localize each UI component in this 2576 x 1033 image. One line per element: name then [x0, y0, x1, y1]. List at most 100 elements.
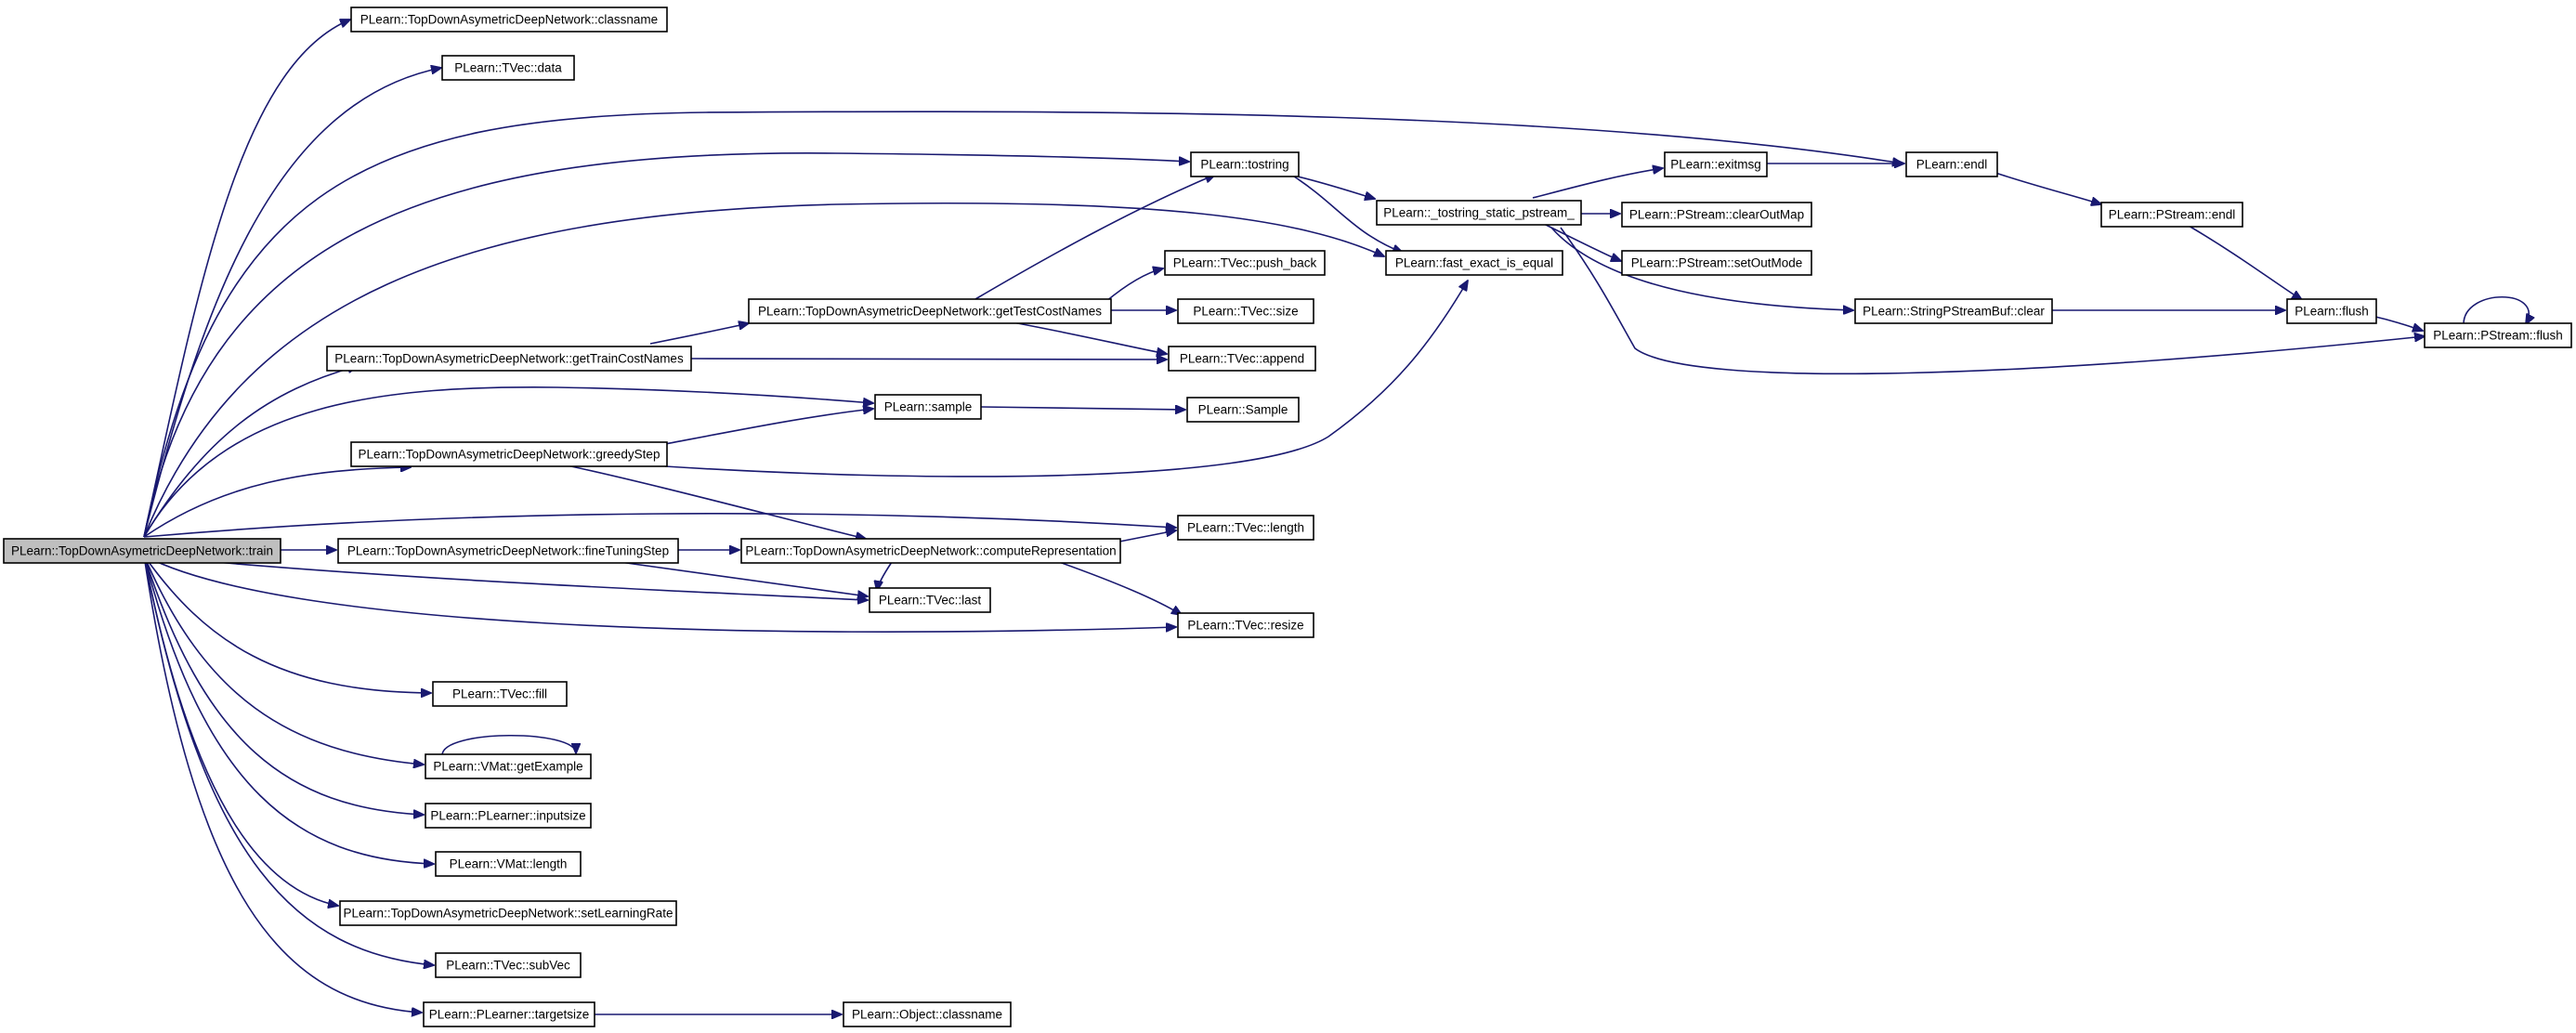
svg-text:PLearn::TVec::append: PLearn::TVec::append [1180, 352, 1304, 366]
edge-pstream-endl-flush [2188, 225, 2302, 300]
node-gettestcost[interactable]: PLearn::TopDownAsymetricDeepNetwork::get… [748, 298, 1112, 324]
node-tvec-append[interactable]: PLearn::TVec::append [1168, 346, 1316, 372]
node-fast-exact[interactable]: PLearn::fast_exact_is_equal [1385, 250, 1563, 276]
edge-static-sbuf-clear [1550, 227, 1853, 310]
edge-gettestcost-append [1012, 321, 1167, 354]
node-tostring-static[interactable]: PLearn::_tostring_static_pstream_ [1376, 200, 1582, 226]
svg-text:PLearn::TVec::last: PLearn::TVec::last [879, 594, 982, 608]
edge-static-pstream-flush [1560, 227, 2425, 375]
edge-gettraincost-append [689, 359, 1167, 360]
node-clearoutmap[interactable]: PLearn::PStream::clearOutMap [1621, 202, 1812, 228]
node-computerep[interactable]: PLearn::TopDownAsymetricDeepNetwork::com… [740, 538, 1121, 564]
svg-text:PLearn::TopDownAsymetricDeepNe: PLearn::TopDownAsymetricDeepNetwork::fin… [347, 544, 669, 558]
node-sbuf-clear[interactable]: PLearn::StringPStreamBuf::clear [1854, 298, 2053, 324]
node-setoutmode[interactable]: PLearn::PStream::setOutMode [1621, 250, 1812, 276]
node-vmat-length[interactable]: PLearn::VMat::length [435, 851, 582, 877]
svg-text:PLearn::PLearner::inputsize: PLearn::PLearner::inputsize [430, 809, 585, 823]
node-gettraincost[interactable]: PLearn::TopDownAsymetricDeepNetwork::get… [326, 346, 692, 372]
edge-getexample-self [441, 734, 576, 756]
svg-text:PLearn::StringPStreamBuf::clea: PLearn::StringPStreamBuf::clear [1863, 305, 2045, 319]
edge-train-tvec-fill [143, 555, 431, 693]
node-flush[interactable]: PLearn::flush [2286, 298, 2377, 324]
node-pstream-endl[interactable]: PLearn::PStream::endl [2100, 202, 2243, 228]
edge-greedystep-computerep [566, 464, 866, 539]
edge-gettestcost-tostring [974, 175, 1215, 300]
node-tvec-resize[interactable]: PLearn::TVec::resize [1177, 612, 1314, 638]
svg-text:PLearn::TVec::length: PLearn::TVec::length [1187, 521, 1304, 535]
edge-train-inputsize [143, 555, 424, 815]
edge-train-gettraincost [143, 366, 358, 538]
svg-text:PLearn::TVec::data: PLearn::TVec::data [454, 61, 562, 75]
svg-text:PLearn::fast_exact_is_equal: PLearn::fast_exact_is_equal [1395, 256, 1553, 270]
edge-gettraincost-gettestcost-main [649, 323, 749, 345]
node-subvec[interactable]: PLearn::TVec::subVec [435, 952, 582, 978]
svg-text:PLearn::TopDownAsymetricDeepNe: PLearn::TopDownAsymetricDeepNetwork::tra… [11, 544, 273, 558]
svg-text:PLearn::TopDownAsymetricDeepNe: PLearn::TopDownAsymetricDeepNetwork::gre… [359, 448, 660, 462]
node-endl[interactable]: PLearn::endl [1905, 151, 1998, 177]
edge-finetuning-tvec-last [612, 560, 868, 596]
svg-text:PLearn::TopDownAsymetricDeepNe: PLearn::TopDownAsymetricDeepNetwork::get… [758, 305, 1102, 319]
edge-computerep-tvec-last [877, 561, 893, 591]
edge-sample-Sample [980, 407, 1185, 410]
edge-train-endl [143, 111, 1903, 538]
node-tvec-length[interactable]: PLearn::TVec::length [1177, 515, 1314, 541]
svg-text:PLearn::PStream::clearOutMap: PLearn::PStream::clearOutMap [1629, 208, 1804, 222]
svg-text:PLearn::PStream::setOutMode: PLearn::PStream::setOutMode [1631, 256, 1803, 270]
nodes: PLearn::TopDownAsymetricDeepNetwork::tra… [3, 7, 2572, 1027]
svg-text:PLearn::TopDownAsymetricDeepNe: PLearn::TopDownAsymetricDeepNetwork::com… [745, 544, 1116, 558]
node-tvec-fill[interactable]: PLearn::TVec::fill [432, 681, 568, 707]
node-tvec-size[interactable]: PLearn::TVec::size [1177, 298, 1314, 324]
node-tvec-last[interactable]: PLearn::TVec::last [869, 587, 991, 613]
edge-train-subvec [143, 555, 434, 965]
svg-text:PLearn::TVec::resize: PLearn::TVec::resize [1187, 619, 1303, 633]
edge-pstream-flush-self [2463, 295, 2529, 324]
edge-train-classname [143, 20, 350, 538]
node-finetuning[interactable]: PLearn::TopDownAsymetricDeepNetwork::fin… [337, 538, 679, 564]
node-pstream-flush[interactable]: PLearn::PStream::flush [2424, 322, 2572, 348]
edge-static-exitmsg [1532, 168, 1663, 199]
node-inputsize[interactable]: PLearn::PLearner::inputsize [425, 803, 592, 829]
edge-gettestcost-push-back [1105, 268, 1163, 303]
node-exitmsg[interactable]: PLearn::exitmsg [1664, 151, 1768, 177]
edge-computerep-tvec-length [1118, 530, 1176, 543]
edge-flush-pstream-flush [2371, 315, 2423, 331]
edge-train-sample [143, 386, 873, 538]
node-tostring[interactable]: PLearn::tostring [1190, 151, 1300, 177]
node-tvec-data[interactable]: PLearn::TVec::data [441, 55, 575, 81]
svg-text:PLearn::exitmsg: PLearn::exitmsg [1670, 158, 1761, 172]
svg-text:PLearn::TopDownAsymetricDeepNe: PLearn::TopDownAsymetricDeepNetwork::cla… [360, 13, 658, 27]
svg-text:PLearn::Object::classname: PLearn::Object::classname [852, 1008, 1002, 1022]
edge-tostring-static [1297, 176, 1375, 199]
svg-text:PLearn::tostring: PLearn::tostring [1200, 158, 1288, 172]
edge-train-tvec-length [143, 513, 1176, 538]
svg-text:PLearn::VMat::length: PLearn::VMat::length [450, 857, 568, 871]
edge-train-greedystep [143, 467, 411, 538]
edge-train-tvec-data [143, 68, 441, 538]
svg-text:PLearn::Sample: PLearn::Sample [1198, 403, 1288, 417]
svg-text:PLearn::endl: PLearn::endl [1916, 158, 1988, 172]
node-train[interactable]: PLearn::TopDownAsymetricDeepNetwork::tra… [3, 538, 281, 564]
node-object-classname[interactable]: PLearn::Object::classname [843, 1001, 1012, 1027]
svg-text:PLearn::flush: PLearn::flush [2295, 305, 2369, 319]
node-push-back[interactable]: PLearn::TVec::push_back [1164, 250, 1326, 276]
edge-greedystep-sample [664, 409, 873, 445]
edge-train-setlr [143, 555, 338, 906]
node-classname[interactable]: PLearn::TopDownAsymetricDeepNetwork::cla… [350, 7, 668, 33]
node-targetsize[interactable]: PLearn::PLearner::targetsize [423, 1001, 595, 1027]
edge-endl-pstream-endl [1994, 172, 2101, 204]
edge-train-vmat-length [143, 555, 434, 864]
svg-text:PLearn::PLearner::targetsize: PLearn::PLearner::targetsize [429, 1008, 590, 1022]
edge-train-getexample [143, 555, 424, 765]
svg-text:PLearn::TVec::subVec: PLearn::TVec::subVec [446, 959, 570, 973]
svg-text:PLearn::VMat::getExample: PLearn::VMat::getExample [433, 760, 582, 774]
edge-train-targetsize [143, 555, 422, 1013]
node-sample[interactable]: PLearn::sample [874, 394, 982, 420]
node-setlr[interactable]: PLearn::TopDownAsymetricDeepNetwork::set… [339, 900, 677, 926]
node-getexample[interactable]: PLearn::VMat::getExample [425, 753, 592, 779]
node-Sample[interactable]: PLearn::Sample [1186, 397, 1300, 423]
svg-text:PLearn::TopDownAsymetricDeepNe: PLearn::TopDownAsymetricDeepNetwork::set… [344, 907, 673, 921]
node-greedystep[interactable]: PLearn::TopDownAsymetricDeepNetwork::gre… [350, 441, 668, 467]
svg-text:PLearn::TopDownAsymetricDeepNe: PLearn::TopDownAsymetricDeepNetwork::get… [334, 352, 684, 366]
svg-text:PLearn::sample: PLearn::sample [884, 400, 973, 414]
